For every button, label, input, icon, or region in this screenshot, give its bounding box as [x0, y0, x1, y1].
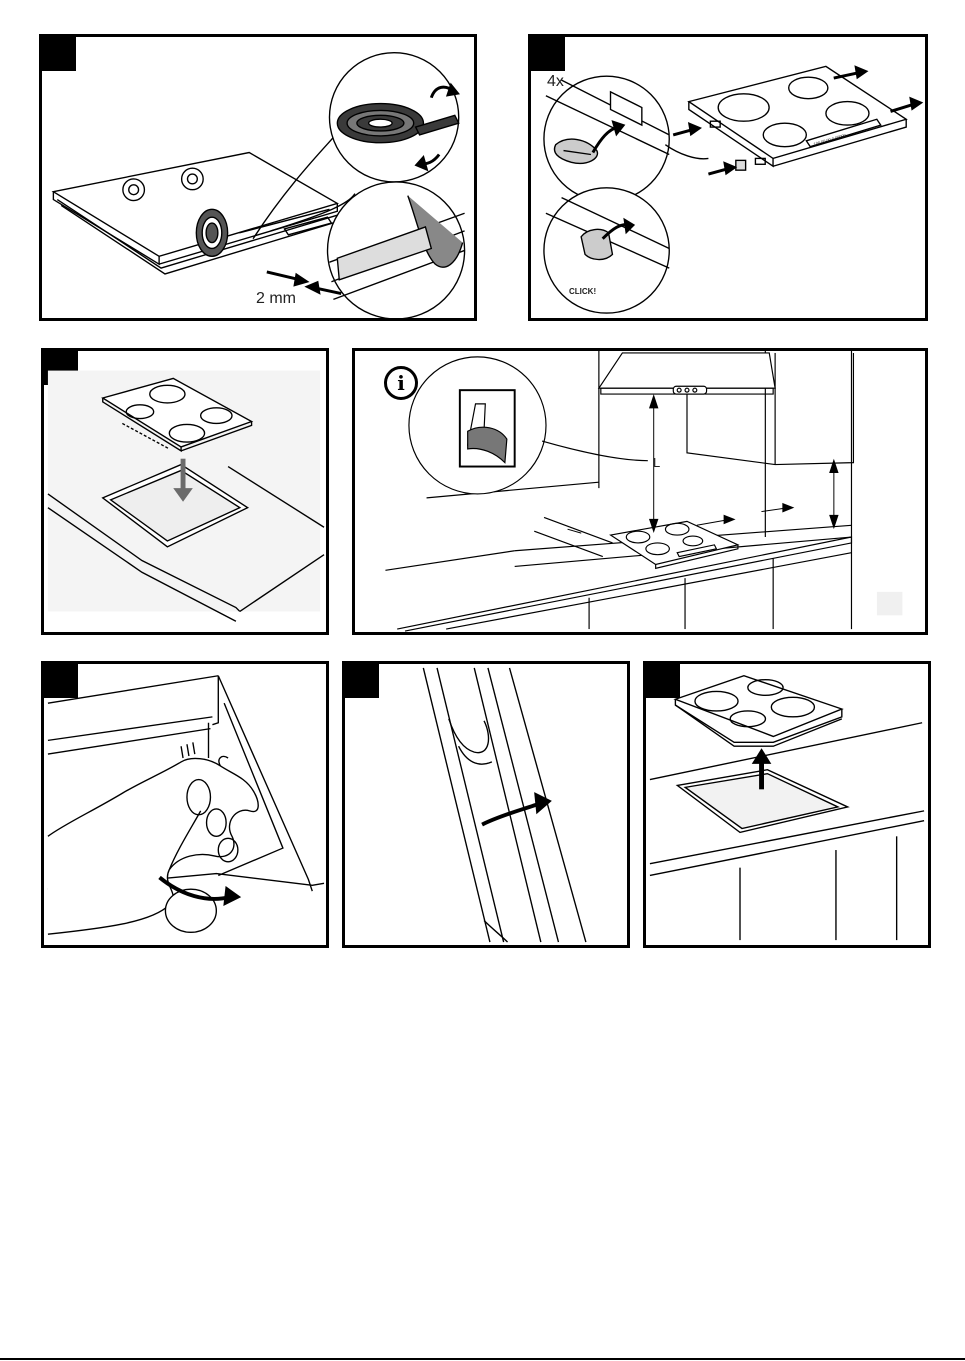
- click-label: CLICK!: [569, 287, 596, 296]
- panel-7-lift-hob: [643, 661, 931, 948]
- distance-label: L: [653, 455, 660, 470]
- lift-hob-illustration: [646, 664, 928, 945]
- count-label: 4x: [547, 73, 564, 91]
- panel-6-remove-seal: [342, 661, 630, 948]
- measure-label: 2 mm: [256, 290, 296, 308]
- clearance-illustration: [355, 351, 925, 632]
- panel-2-mounting-clips: 4x CLICK! 100 00 00 0 00000: [528, 34, 928, 321]
- panel-3-insert-hob: [41, 348, 329, 635]
- hand-turn-illustration: [44, 664, 326, 945]
- seal-tape-illustration: [42, 37, 474, 318]
- panel-4-clearance: i L: [352, 348, 928, 635]
- mounting-clips-illustration: [531, 37, 925, 318]
- remove-seal-illustration: [345, 664, 627, 945]
- panel-1-seal-tape: 2 mm: [39, 34, 477, 321]
- page-bottom-rule: [0, 1358, 965, 1360]
- insert-hob-illustration: [44, 351, 326, 632]
- info-icon: i: [384, 366, 418, 400]
- panel-5-hand-turn: [41, 661, 329, 948]
